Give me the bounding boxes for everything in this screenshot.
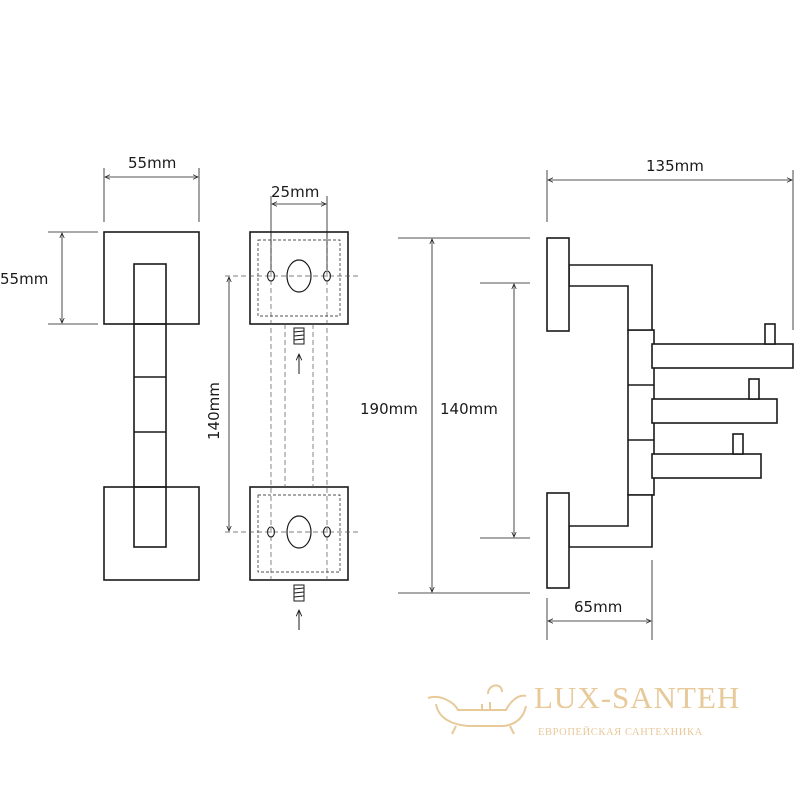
mount-top-center-hole (286, 259, 312, 293)
side-bottom-bracket (546, 492, 570, 589)
front-view (103, 231, 200, 581)
watermark-brand: LUX-SANTEH (534, 680, 741, 715)
label-base-depth: 65mm (574, 598, 622, 616)
watermark-tagline: ЕВРОПЕЙСКАЯ САНТЕХНИКА (538, 727, 703, 738)
front-bottom-plate (103, 486, 200, 581)
front-top-plate (103, 231, 200, 325)
side-hinge-column (627, 329, 655, 496)
label-side-spacing: 140mm (440, 400, 498, 418)
side-hook (651, 343, 794, 369)
label-mount-spacing: 140mm (205, 382, 223, 440)
label-mount-holes: 25mm (271, 183, 319, 201)
bathtub-logo-icon (427, 684, 527, 735)
label-front-width: 55mm (128, 154, 176, 172)
mount-bottom-plate (249, 486, 349, 581)
mount-top-plate (249, 231, 349, 325)
front-dimensions (48, 168, 200, 325)
side-bottom-arm (568, 494, 653, 548)
label-front-height: 55mm (0, 270, 48, 288)
front-bar (133, 263, 167, 548)
screw-icon (293, 327, 305, 374)
side-top-bracket (546, 237, 570, 332)
side-hook (651, 453, 762, 479)
mount-dimensions (229, 196, 328, 531)
label-overall-height: 190mm (360, 400, 418, 418)
mount-view (225, 231, 360, 630)
mount-bottom-center-hole (286, 515, 312, 549)
side-view (546, 237, 794, 589)
screw-icon (293, 584, 305, 630)
label-projection: 135mm (646, 157, 704, 175)
side-hook (651, 398, 778, 424)
side-dimensions (398, 170, 794, 640)
side-top-arm (568, 264, 653, 331)
